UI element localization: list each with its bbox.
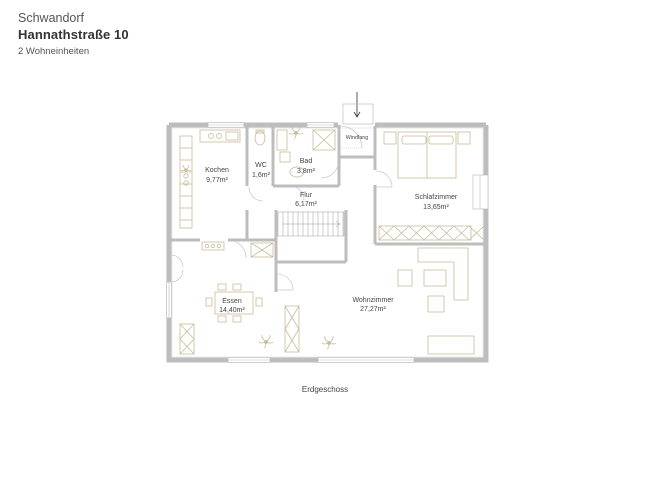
room-area-bad: 3,8m²	[297, 168, 316, 175]
street-title: Hannathstraße 10	[18, 27, 129, 42]
room-area-wc: 1,6m²	[252, 172, 271, 179]
sofa	[417, 247, 469, 301]
wardrobe-cross	[408, 225, 425, 241]
toilet	[254, 130, 266, 146]
plants	[180, 125, 337, 350]
room-name-kochen: Kochen	[205, 167, 229, 174]
interior-walls	[171, 125, 484, 292]
room-name-bad: Bad	[300, 158, 313, 165]
room-area-flur: 6,17m²	[295, 201, 317, 208]
nightstand-right	[457, 131, 471, 145]
wardrobe-cross	[438, 225, 455, 241]
units-label: 2 Wohneinheiten	[18, 46, 90, 57]
wardrobe-cross	[393, 225, 410, 241]
windows	[166, 122, 489, 363]
room-name-flur: Flur	[300, 192, 313, 199]
room-name-wc: WC	[255, 162, 267, 169]
room-name-windfang: Windfang	[346, 135, 368, 141]
armchair	[397, 269, 413, 287]
wardrobe-cross	[468, 225, 485, 241]
plant-icon	[288, 125, 304, 140]
kitchen-appliance	[201, 241, 225, 251]
plant-icon	[321, 335, 337, 350]
bath-cabinet	[276, 129, 288, 151]
wardrobe-cross	[378, 225, 395, 241]
hall-cabinet	[250, 242, 274, 258]
tv-bench	[427, 335, 475, 355]
furniture	[179, 129, 485, 355]
plant-icon	[180, 164, 192, 172]
floor-caption: Erdgeschoss	[301, 385, 349, 394]
doors	[170, 92, 393, 291]
room-name-essen: Essen	[222, 298, 242, 305]
kitchen-counter-left	[179, 135, 193, 229]
room-name-schlafzimmer: Schlafzimmer	[415, 194, 458, 201]
wardrobe-cross	[423, 225, 440, 241]
shower	[312, 129, 336, 151]
room-area-kochen: 9,77m²	[206, 177, 228, 184]
kitchen-counter-top	[199, 129, 241, 143]
plant-icon	[258, 334, 274, 349]
room-area-schlafzimmer: 13,65m²	[423, 204, 449, 211]
shelving	[284, 305, 300, 353]
room-labels: Kochen 9,77m² WC 1,6m² Bad 3,8m² Windfan…	[205, 135, 458, 314]
dining-table	[214, 291, 254, 315]
header: Schwandorf Hannathstraße 10 2 Wohneinhei…	[18, 11, 129, 59]
room-name-wohnzimmer: Wohnzimmer	[352, 297, 394, 304]
nightstand-left	[383, 131, 397, 145]
room-area-essen: 14,40m²	[219, 307, 245, 314]
wardrobe	[378, 225, 472, 241]
room-area-wohnzimmer: 27,27m²	[360, 306, 386, 313]
coffee-table	[423, 269, 447, 287]
side-chair	[427, 295, 445, 313]
wardrobe-cross	[453, 225, 470, 241]
staircase	[277, 211, 345, 237]
sideboard	[179, 323, 195, 355]
city-label: Schwandorf	[18, 11, 85, 25]
